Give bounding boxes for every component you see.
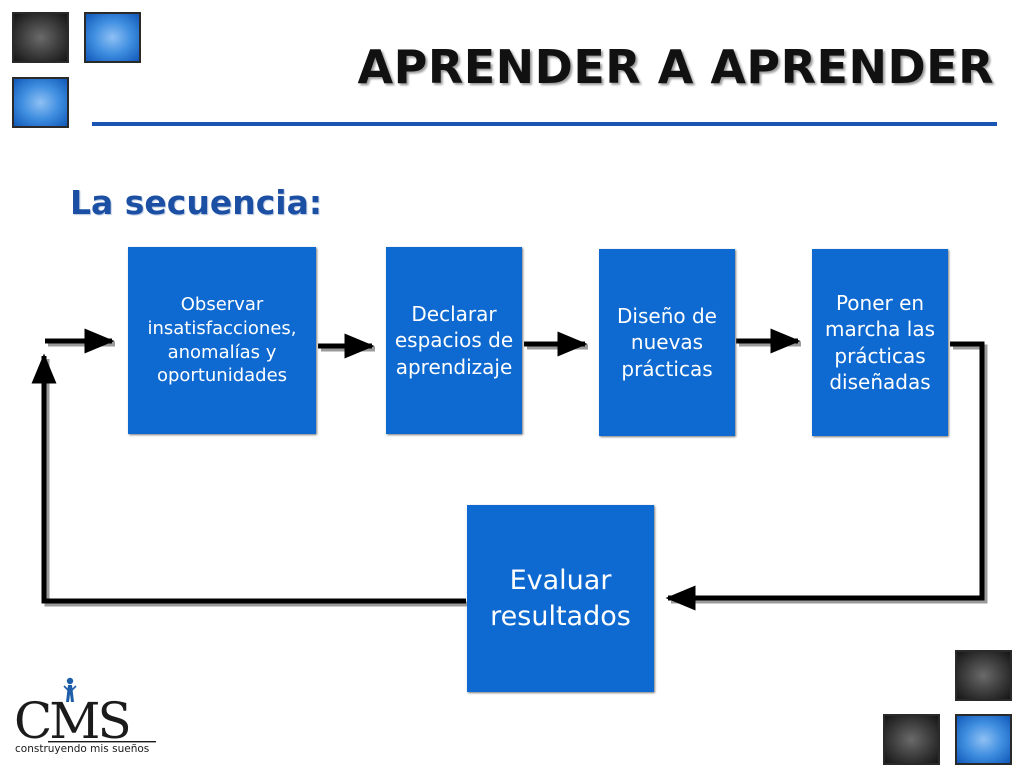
decorative-square xyxy=(955,650,1012,701)
arrow-loop-to-evaluate xyxy=(665,341,985,611)
cms-logo: CMS construyendo mis sueños xyxy=(14,677,156,755)
step-design-label: Diseño de nuevas prácticas xyxy=(617,303,717,381)
decorative-square xyxy=(883,714,940,765)
step-design: Diseño de nuevas prácticas xyxy=(599,249,735,436)
step-observe-label: Observar insatisfacciones, anomalías y o… xyxy=(147,294,297,387)
svg-text:construyendo mis sueños: construyendo mis sueños xyxy=(15,743,149,755)
step-evaluate: Evaluar resultados xyxy=(467,505,654,692)
title-underline xyxy=(92,122,997,126)
decorative-square xyxy=(955,714,1012,765)
step-declare-label: Declarar espacios de aprendizaje xyxy=(394,301,514,379)
step-observe: Observar insatisfacciones, anomalías y o… xyxy=(128,247,316,434)
decorative-square xyxy=(12,12,69,63)
svg-text:CMS: CMS xyxy=(14,692,129,750)
arrow-loop-back-to-start xyxy=(31,353,466,604)
step-implement: Poner en marcha las prácticas diseñadas xyxy=(812,249,948,436)
decorative-square xyxy=(12,77,69,128)
logo-figure-icon xyxy=(63,677,77,702)
step-evaluate-label: Evaluar resultados xyxy=(490,564,631,632)
step-declare: Declarar espacios de aprendizaje xyxy=(386,247,522,434)
section-subtitle: La secuencia: xyxy=(70,183,323,222)
step-implement-label: Poner en marcha las prácticas diseñadas xyxy=(824,290,936,394)
page-title: APRENDER A APRENDER xyxy=(357,40,994,94)
decorative-square xyxy=(84,12,141,63)
